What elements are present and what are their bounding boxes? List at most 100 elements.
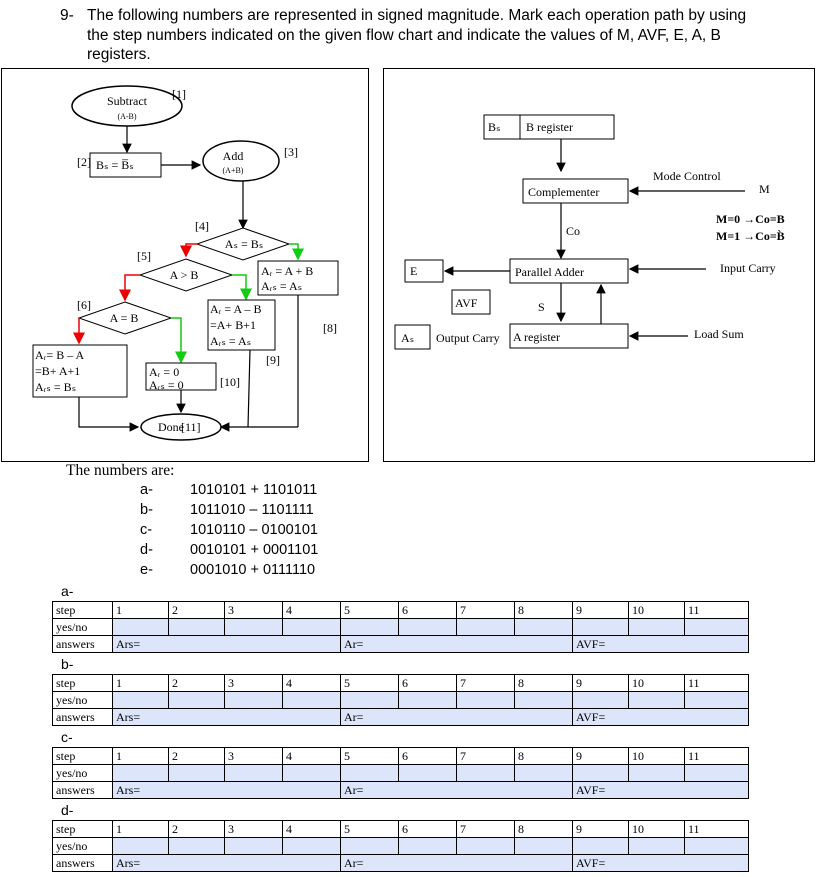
avf-answer-cell[interactable]: AVF= [572, 635, 749, 653]
yesno-input-cell[interactable] [628, 618, 685, 636]
yesno-input-cell[interactable] [112, 764, 169, 782]
yesno-input-cell[interactable] [628, 764, 685, 782]
cond-aeqb [77, 301, 173, 335]
add-label: Add [223, 149, 244, 163]
m1-label: M=1 →Co=B̀ [716, 229, 785, 243]
avf-answer-cell[interactable]: AVF= [572, 708, 749, 726]
yesno-input-cell[interactable] [398, 618, 457, 636]
yesno-input-cell[interactable] [628, 691, 685, 709]
yesno-input-cell[interactable] [514, 618, 573, 636]
step-cell: 9 [572, 747, 629, 765]
bs-assign-text: Bₛ = B̅ₛ [96, 158, 134, 172]
ar-answer-cell[interactable]: Ar= [340, 781, 573, 799]
yesno-input-cell[interactable] [572, 618, 629, 636]
step-cell: 9 [572, 601, 629, 619]
step11-label: [11] [181, 420, 201, 434]
box-ar-sum [257, 260, 339, 296]
ars-answer-cell[interactable]: Ars= [112, 635, 341, 653]
cond-agtb-text: A > B [170, 268, 199, 282]
yesno-input-cell[interactable] [340, 618, 399, 636]
yesno-input-cell[interactable] [224, 764, 283, 782]
step-cell: 4 [282, 747, 341, 765]
avf-answer-cell[interactable]: AVF= [572, 781, 749, 799]
yesno-header: yes/no [52, 837, 113, 855]
yesno-input-cell[interactable] [514, 691, 573, 709]
step-cell: 2 [168, 747, 225, 765]
box-ar-sum-line2: Aᵣₛ = Aₛ [261, 279, 302, 293]
step-cell: 3 [224, 601, 283, 619]
yesno-input-cell[interactable] [514, 837, 573, 855]
yesno-input-cell[interactable] [456, 618, 515, 636]
ar-answer-cell[interactable]: Ar= [340, 854, 573, 872]
yesno-input-cell[interactable] [224, 618, 283, 636]
step-cell: 8 [514, 674, 573, 692]
step-header: step [52, 747, 113, 765]
yesno-input-cell[interactable] [684, 691, 749, 709]
e-label: E [410, 264, 417, 278]
yesno-input-cell[interactable] [684, 764, 749, 782]
yesno-input-cell[interactable] [282, 764, 341, 782]
step-cell: 10 [628, 747, 685, 765]
yesno-input-cell[interactable] [684, 618, 749, 636]
yesno-input-cell[interactable] [684, 837, 749, 855]
yesno-input-cell[interactable] [572, 764, 629, 782]
yesno-input-cell[interactable] [112, 691, 169, 709]
box-zero [145, 362, 217, 391]
step-cell: 1 [112, 747, 169, 765]
step6-label: [6] [77, 298, 91, 312]
step-cell: 4 [282, 674, 341, 692]
answers-header: answers [52, 781, 113, 799]
yesno-input-cell[interactable] [340, 764, 399, 782]
yesno-row: yes/no [52, 618, 749, 636]
ars-answer-cell[interactable]: Ars= [112, 708, 341, 726]
bs-assign-box [89, 152, 162, 178]
section-label: b- [61, 656, 74, 672]
ars-answer-cell[interactable]: Ars= [112, 781, 341, 799]
yesno-input-cell[interactable] [398, 764, 457, 782]
yesno-input-cell[interactable] [514, 764, 573, 782]
question-text: The following numbers are represented in… [87, 7, 747, 63]
as-box [394, 324, 431, 350]
yesno-row: yes/no [52, 691, 749, 709]
yesno-input-cell[interactable] [456, 691, 515, 709]
yesno-input-cell[interactable] [282, 618, 341, 636]
yesno-input-cell[interactable] [628, 837, 685, 855]
step-cell: 6 [398, 674, 457, 692]
yesno-header: yes/no [52, 764, 113, 782]
ars-answer-cell[interactable]: Ars= [112, 854, 341, 872]
step-cell: 9 [572, 674, 629, 692]
step-cell: 1 [112, 601, 169, 619]
step-cell: 2 [168, 674, 225, 692]
s-label: S [538, 300, 545, 314]
yesno-input-cell[interactable] [224, 691, 283, 709]
yesno-input-cell[interactable] [456, 837, 515, 855]
ar-answer-cell[interactable]: Ar= [340, 635, 573, 653]
avf-answer-cell[interactable]: AVF= [572, 854, 749, 872]
number-label: d- [140, 542, 153, 558]
yesno-input-cell[interactable] [282, 837, 341, 855]
yesno-input-cell[interactable] [340, 837, 399, 855]
step3-label: [3] [284, 145, 298, 159]
yesno-input-cell[interactable] [168, 691, 225, 709]
yesno-input-cell[interactable] [282, 691, 341, 709]
step8-label: [8] [323, 321, 337, 335]
yesno-input-cell[interactable] [168, 618, 225, 636]
yesno-input-cell[interactable] [572, 837, 629, 855]
yesno-input-cell[interactable] [340, 691, 399, 709]
yesno-input-cell[interactable] [168, 764, 225, 782]
yesno-input-cell[interactable] [112, 618, 169, 636]
yesno-input-cell[interactable] [168, 837, 225, 855]
yesno-input-cell[interactable] [456, 764, 515, 782]
box-ar-diff-line1: Aᵣ = A – B [210, 302, 262, 316]
e-box [404, 259, 444, 283]
ar-answer-cell[interactable]: Ar= [340, 708, 573, 726]
yesno-input-cell[interactable] [572, 691, 629, 709]
yesno-input-cell[interactable] [224, 837, 283, 855]
cond-agtb [138, 258, 234, 292]
yesno-input-cell[interactable] [112, 837, 169, 855]
mode-control-label: Mode Control [653, 169, 721, 183]
yesno-input-cell[interactable] [398, 691, 457, 709]
yesno-input-cell[interactable] [398, 837, 457, 855]
